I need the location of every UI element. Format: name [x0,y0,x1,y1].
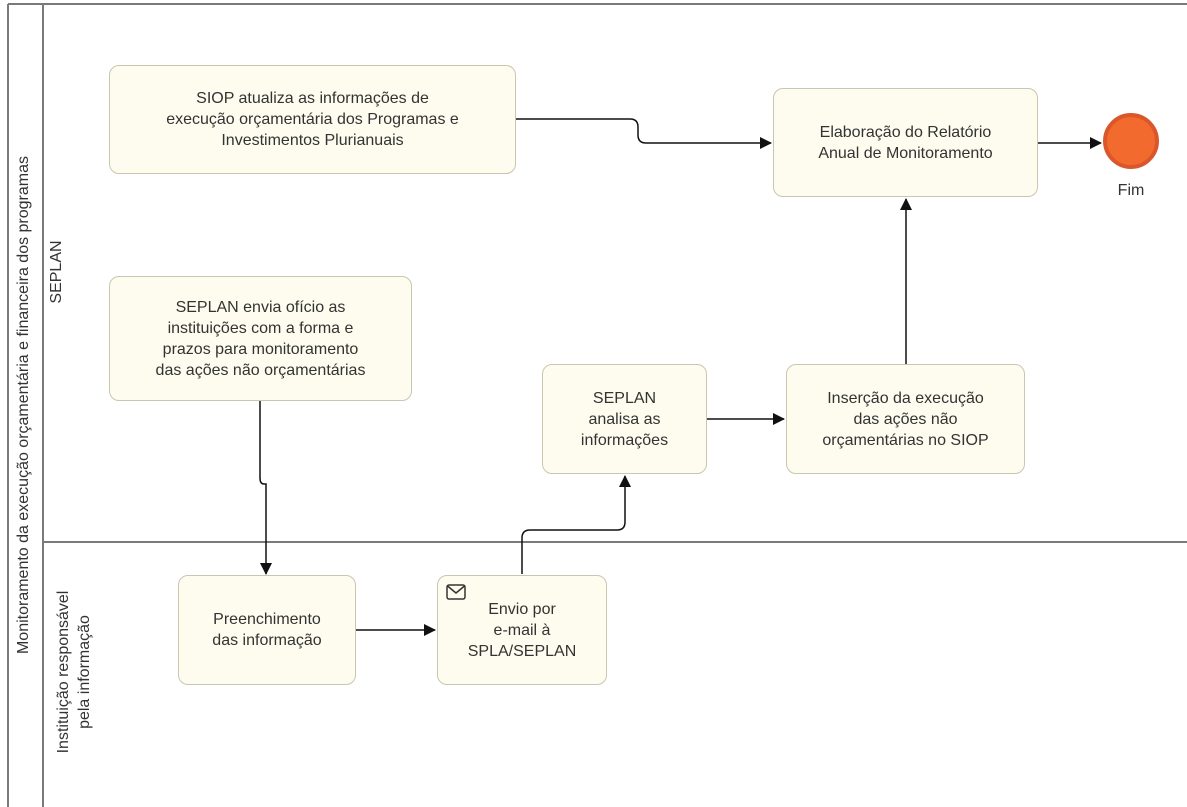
task-envio-email-label: Envio por e-mail à SPLA/SEPLAN [467,600,577,660]
end-event-label: Fim [1117,182,1145,199]
pool-label: Monitoramento da execução orçamentária e… [15,155,32,655]
task-envio-email: Envio por e-mail à SPLA/SEPLAN [437,575,607,685]
lane-label-instituicao: Instituição responsável pela informação [55,590,93,754]
task-siop-atualiza: SIOP atualiza as informações de execução… [109,65,516,174]
task-seplan-envia-oficio: SEPLAN envia ofício as instituições com … [109,276,412,401]
envelope-icon [446,584,466,600]
flow-envio-to-analisa [521,475,631,574]
flow-siop-to-relatorio [516,118,772,149]
pool-border [7,3,1187,807]
flow-oficio-to-preenchimento [259,401,272,575]
task-seplan-analisa: SEPLAN analisa as informações [542,364,707,474]
task-preenchimento: Preenchimento das informação [178,575,356,685]
task-insercao-execucao: Inserção da execução das ações não orçam… [786,364,1025,474]
end-event-circle [1103,113,1159,169]
task-elaboracao-relatorio: Elaboração do Relatório Anual de Monitor… [773,88,1038,197]
lane-label-seplan: SEPLAN [48,240,65,304]
